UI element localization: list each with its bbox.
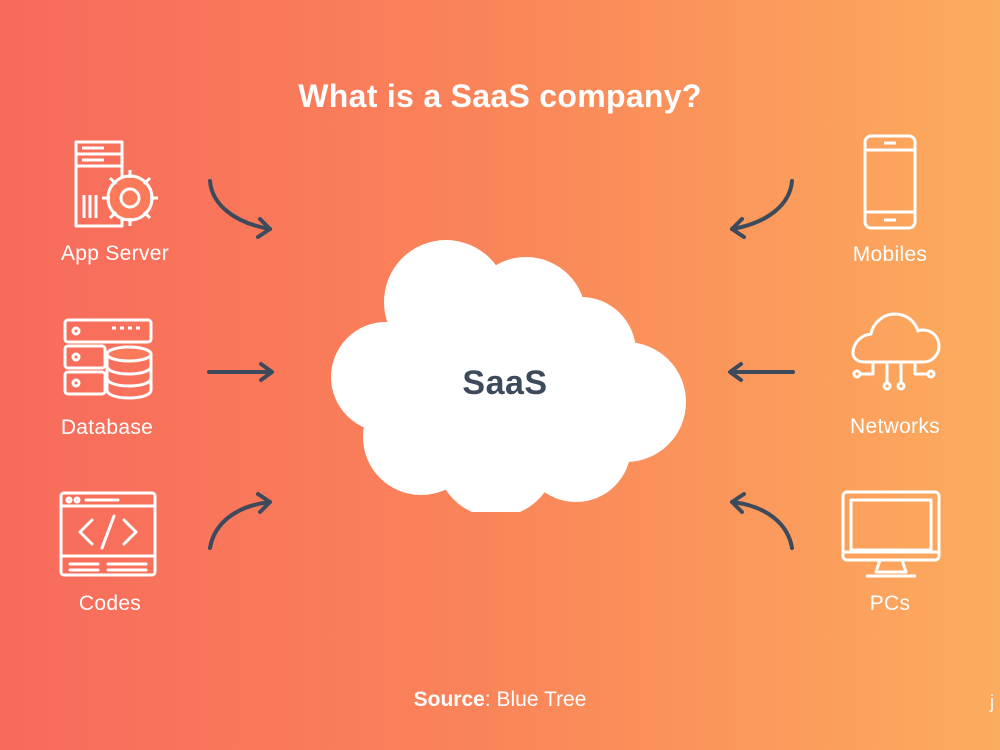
node-label-pcs: PCs [869, 592, 911, 615]
node-label-database: Database [60, 416, 154, 439]
node-label-networks: Networks [850, 415, 940, 438]
database-icon [63, 318, 153, 400]
arrow-app-server-to-saas [208, 179, 272, 239]
saas-cloud-shape [331, 240, 686, 512]
watermark-fragment: j [990, 692, 994, 712]
source-text: : Blue Tree [484, 688, 587, 711]
cloud-network-icon [851, 312, 941, 391]
smartphone-icon [863, 134, 917, 230]
arrow-database-to-saas [207, 362, 274, 382]
arrow-mobiles-to-saas [730, 179, 794, 239]
source-credit: Source: Blue Tree [0, 688, 1000, 712]
node-label-mobiles: Mobiles [852, 243, 928, 266]
arrow-pcs-to-saas [730, 492, 794, 550]
source-prefix: Source [413, 688, 485, 711]
node-label-codes: Codes [78, 592, 142, 615]
monitor-icon [841, 490, 941, 578]
arrow-networks-to-saas [728, 362, 795, 382]
node-label-app-server: App Server [60, 242, 170, 265]
diagram-title: What is a SaaS company? [298, 78, 702, 114]
code-window-icon [59, 491, 157, 577]
saas-label: SaaS [462, 364, 548, 402]
server-gear-icon [74, 140, 158, 228]
arrow-codes-to-saas [208, 492, 272, 550]
